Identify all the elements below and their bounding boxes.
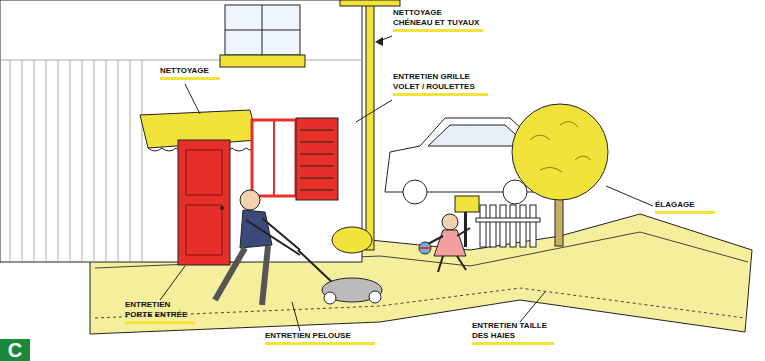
callout-label: ÉLAGAGE (655, 200, 715, 214)
man-body (240, 210, 272, 248)
girl-legs (438, 256, 466, 272)
drainpipe (366, 0, 374, 250)
ball (419, 242, 431, 254)
callout-label: NETTOYAGE (160, 66, 220, 80)
callout-label: ENTRETIEN PORTE ENTRÉE (125, 300, 195, 324)
gutter (340, 0, 400, 6)
girl-arms (428, 228, 470, 244)
mower-wheel (369, 291, 381, 303)
man-legs (215, 246, 268, 305)
ground-window (252, 120, 296, 196)
shutter-slats (300, 130, 334, 190)
garden-fence (476, 205, 540, 247)
flower-box (220, 55, 305, 67)
entrance-door (178, 140, 230, 265)
door-knob (220, 206, 224, 210)
mower-wheel (324, 292, 336, 304)
callout-label: ENTRETIEN GRILLE VOLET / ROULETTES (393, 72, 488, 96)
man-arms (246, 218, 300, 255)
girl-head (442, 214, 458, 230)
leader-lines (160, 36, 653, 331)
bush (332, 227, 372, 253)
callout-label: NETTOYAGE CHÉNEAU ET TUYAUX (393, 8, 483, 32)
ball-stripe (419, 247, 431, 249)
man-head (240, 190, 260, 210)
tree-crown (512, 104, 608, 200)
tree-leaves (530, 121, 591, 172)
mailbox (455, 196, 479, 212)
lawn-edge (95, 288, 745, 318)
car-wheel (403, 180, 427, 204)
mower-handle (298, 250, 335, 285)
door-panel (186, 205, 222, 255)
logo-letter: C (0, 339, 30, 361)
window-bar (273, 120, 275, 196)
shutter (296, 118, 338, 200)
callout-label: ENTRETIEN TAILLE DES HAIES (472, 321, 554, 345)
window-bar (225, 30, 300, 31)
arrow-head (375, 37, 383, 46)
upper-window (225, 5, 300, 55)
door-panel (186, 150, 222, 195)
callout-label: ENTRETIEN PELOUSE (265, 331, 375, 345)
